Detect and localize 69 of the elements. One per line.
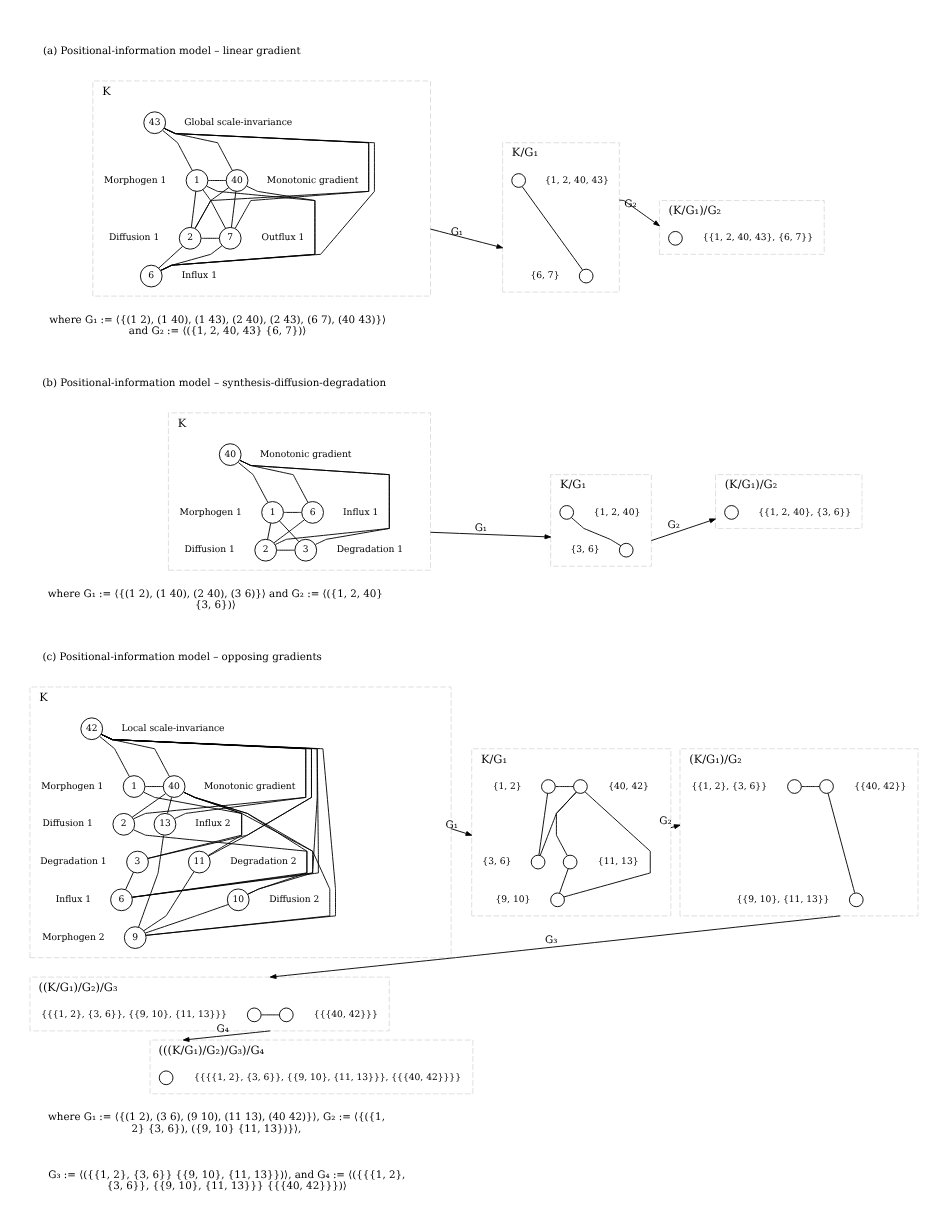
connector xyxy=(538,792,549,856)
node-circle xyxy=(511,173,526,188)
node-circle xyxy=(541,779,556,794)
connector xyxy=(539,791,577,856)
arrow xyxy=(450,828,473,836)
connector xyxy=(279,520,300,542)
connector xyxy=(190,190,197,228)
node-circle xyxy=(787,779,802,794)
arrow xyxy=(182,1030,271,1042)
connector xyxy=(239,459,390,545)
connector xyxy=(158,245,184,269)
connector xyxy=(202,189,226,229)
node-circle xyxy=(819,779,834,794)
node-circle xyxy=(562,854,578,870)
connector xyxy=(200,237,220,239)
connector xyxy=(276,549,295,551)
node-circle xyxy=(668,231,683,246)
connector xyxy=(261,1014,280,1016)
node-circle xyxy=(246,1007,262,1023)
arrow xyxy=(618,199,660,227)
node-circle xyxy=(559,505,575,520)
node-circle xyxy=(618,542,634,558)
connector xyxy=(101,734,336,936)
connector xyxy=(801,786,820,787)
connector xyxy=(132,829,308,898)
arrow xyxy=(430,531,552,540)
connector xyxy=(167,796,173,814)
connector xyxy=(144,786,164,787)
connector xyxy=(231,190,237,228)
connector xyxy=(160,128,375,271)
connector xyxy=(570,517,622,547)
connector xyxy=(160,245,223,271)
connector xyxy=(555,786,574,787)
arrow xyxy=(269,915,841,979)
node-circle xyxy=(578,268,594,284)
connector xyxy=(273,519,305,544)
connector xyxy=(827,792,856,894)
node-circle xyxy=(550,892,565,908)
connector xyxy=(138,835,164,928)
connector xyxy=(144,904,229,934)
connector xyxy=(131,793,166,818)
connector xyxy=(283,511,302,513)
connector xyxy=(239,459,309,503)
connector xyxy=(267,522,272,540)
connector xyxy=(238,462,269,503)
connector xyxy=(101,734,170,777)
connector xyxy=(194,187,230,229)
connector xyxy=(207,180,227,181)
connector xyxy=(559,868,569,894)
connector xyxy=(143,871,195,932)
connector xyxy=(131,791,314,898)
arrow xyxy=(430,228,504,249)
node-circle xyxy=(278,1007,294,1023)
arrow xyxy=(650,518,716,541)
connector xyxy=(125,871,134,890)
node-circle xyxy=(530,854,546,870)
connector xyxy=(164,128,370,229)
connector xyxy=(160,185,316,271)
connector xyxy=(99,736,130,777)
node-circle xyxy=(724,505,739,520)
node-circle xyxy=(573,779,588,794)
node-circle xyxy=(158,1070,174,1086)
connector xyxy=(563,791,651,898)
connector xyxy=(162,130,193,171)
connector xyxy=(145,791,331,936)
connector xyxy=(164,128,233,171)
connector xyxy=(521,186,583,271)
arrow xyxy=(670,824,681,830)
node-circle xyxy=(848,892,864,908)
